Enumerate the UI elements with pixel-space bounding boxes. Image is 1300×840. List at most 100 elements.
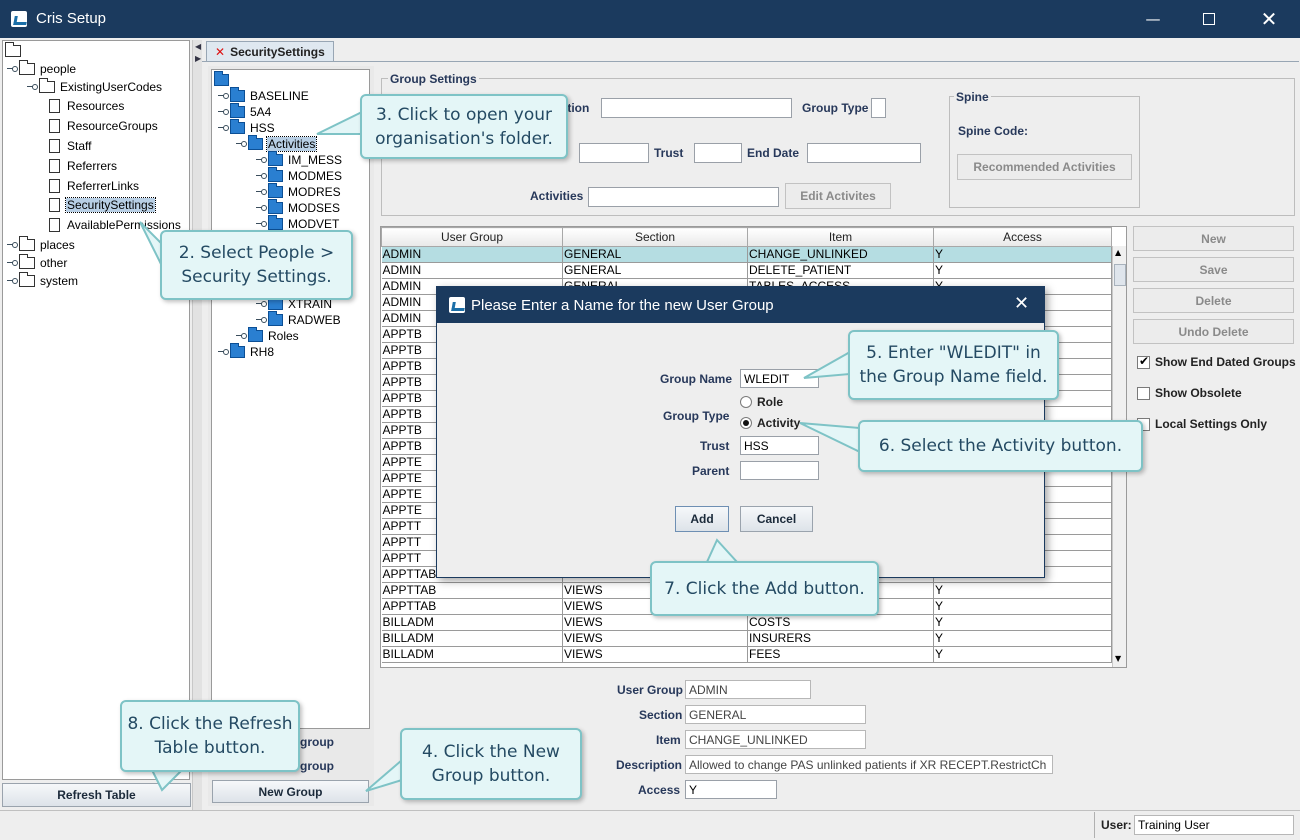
splitter[interactable]: ◀ ▶ xyxy=(192,40,202,810)
maximize-icon[interactable] xyxy=(1186,0,1232,38)
column-header-access[interactable]: Access xyxy=(933,227,1112,247)
new-group-button[interactable]: New Group xyxy=(212,780,369,803)
trust-label: Trust xyxy=(654,146,684,160)
expand-icon[interactable] xyxy=(256,156,267,165)
delete-button[interactable]: Delete xyxy=(1133,288,1294,313)
tree-item-other[interactable]: other xyxy=(7,254,68,272)
add-button[interactable]: Add xyxy=(675,506,729,532)
expand-icon[interactable] xyxy=(218,92,229,101)
group-item-rh8[interactable]: RH8 xyxy=(218,343,275,361)
tree-item-system[interactable]: system xyxy=(7,272,79,290)
collapse-right-icon[interactable]: ▶ xyxy=(195,54,202,63)
tree-item-places[interactable]: places xyxy=(7,236,76,254)
open-folder-icon xyxy=(248,135,263,150)
scroll-thumb[interactable] xyxy=(1114,264,1126,286)
end-date-field[interactable] xyxy=(807,143,921,163)
scroll-up-icon[interactable]: ▲ xyxy=(1115,248,1122,257)
group-item-activities[interactable]: Activities xyxy=(236,135,318,153)
group-item-roles[interactable]: Roles xyxy=(236,327,300,345)
show-end-dated-checkbox[interactable] xyxy=(1137,354,1150,369)
group-item-baseline[interactable]: BASELINE xyxy=(218,87,310,105)
expand-icon[interactable] xyxy=(7,259,18,268)
column-header-section[interactable]: Section xyxy=(562,227,748,247)
undo-delete-button[interactable]: Undo Delete xyxy=(1133,319,1294,344)
tree-item-availablepermissions[interactable]: AvailablePermissions xyxy=(47,216,182,234)
group-item-modmes[interactable]: MODMES xyxy=(256,167,343,185)
tree-item-existingusercodes[interactable]: ExistingUserCodes xyxy=(27,78,163,96)
expand-icon[interactable] xyxy=(256,300,267,309)
collapse-icon[interactable] xyxy=(218,124,229,133)
dialog-trust-field[interactable]: HSS xyxy=(740,436,819,455)
expand-icon[interactable] xyxy=(7,65,18,74)
group-type-field[interactable] xyxy=(871,98,886,118)
detail-item-field[interactable]: CHANGE_UNLINKED xyxy=(685,730,866,749)
expand-icon[interactable] xyxy=(256,172,267,181)
group-name-field[interactable]: WLEDIT xyxy=(740,369,819,388)
group-tree: BASELINE 5A4 HSS Activities IM_MESS MODM… xyxy=(211,69,370,729)
group-item-im-mess[interactable]: IM_MESS xyxy=(256,151,343,169)
detail-section-field[interactable]: GENERAL xyxy=(685,705,866,724)
minimize-icon[interactable]: — xyxy=(1145,10,1161,28)
dialog-close-icon[interactable]: ✕ xyxy=(1014,293,1030,314)
tree-item-staff[interactable]: Staff xyxy=(47,137,92,155)
show-obsolete-checkbox[interactable] xyxy=(1137,387,1150,400)
scroll-down-icon[interactable]: ▼ xyxy=(1115,654,1122,663)
role-radio[interactable] xyxy=(740,396,752,408)
expand-icon[interactable] xyxy=(256,316,267,325)
trust-field[interactable] xyxy=(694,143,742,163)
detail-user-group-label: User Group xyxy=(617,683,684,697)
new-button[interactable]: New xyxy=(1133,226,1294,251)
expand-icon[interactable] xyxy=(236,332,247,341)
expand-icon[interactable] xyxy=(256,188,267,197)
recommended-activities-button[interactable]: Recommended Activities xyxy=(957,154,1132,180)
tree-item-resourcegroups[interactable]: ResourceGroups xyxy=(47,117,159,135)
refresh-table-button[interactable]: Refresh Table xyxy=(2,783,191,807)
collapse-left-icon[interactable]: ◀ xyxy=(195,42,202,51)
tree-item-referrerlinks[interactable]: ReferrerLinks xyxy=(47,177,140,195)
group-item-hss[interactable]: HSS xyxy=(218,119,276,137)
table-cell: APPTTAB xyxy=(381,582,563,599)
group-item-modvet[interactable]: MODVET xyxy=(256,215,340,233)
detail-access-field[interactable]: Y xyxy=(685,780,777,799)
expand-icon[interactable] xyxy=(218,348,229,357)
expand-icon[interactable] xyxy=(7,241,18,250)
expand-icon[interactable] xyxy=(256,220,267,229)
column-header-item[interactable]: Item xyxy=(747,227,934,247)
group-item-radweb[interactable]: RADWEB xyxy=(256,311,342,329)
tree-item-securitysettings[interactable]: SecuritySettings xyxy=(47,196,156,214)
collapse-icon[interactable] xyxy=(236,140,247,149)
group-item-xtrain[interactable]: XTRAIN xyxy=(256,295,333,313)
close-icon[interactable]: ✕ xyxy=(1260,7,1278,31)
tree-item-referrers[interactable]: Referrers xyxy=(47,157,118,175)
group-item-modres[interactable]: MODRES xyxy=(256,183,342,201)
activity-radio[interactable] xyxy=(740,417,752,429)
group-item-5a4[interactable]: 5A4 xyxy=(218,103,272,121)
expand-icon[interactable] xyxy=(218,108,229,117)
expand-icon[interactable] xyxy=(27,83,38,92)
tab-securitysettings[interactable]: ✕ SecuritySettings xyxy=(206,41,334,62)
expand-icon[interactable] xyxy=(7,277,18,286)
start-date-field[interactable] xyxy=(579,143,649,163)
callout-step-6: 6. Select the Activity button. xyxy=(858,420,1143,472)
table-cell: Y xyxy=(933,614,1112,631)
dialog-parent-field[interactable] xyxy=(740,461,819,480)
tree-item-resources[interactable]: Resources xyxy=(47,97,125,115)
save-button[interactable]: Save xyxy=(1133,257,1294,282)
detail-user-group-field[interactable]: ADMIN xyxy=(685,680,811,699)
cancel-button[interactable]: Cancel xyxy=(740,506,813,532)
tree-item-people[interactable]: people xyxy=(7,60,77,78)
column-header-user-group[interactable]: User Group xyxy=(381,227,563,247)
expand-icon[interactable] xyxy=(256,204,267,213)
description-field[interactable] xyxy=(601,98,792,118)
folder-icon xyxy=(268,183,283,198)
edit-activities-button[interactable]: Edit Activites xyxy=(785,183,891,209)
group-item-modses[interactable]: MODSES xyxy=(256,199,341,217)
close-tab-icon[interactable]: ✕ xyxy=(215,45,226,59)
detail-description-field[interactable]: Allowed to change PAS unlinked patients … xyxy=(685,755,1053,774)
activities-field[interactable] xyxy=(588,187,779,207)
